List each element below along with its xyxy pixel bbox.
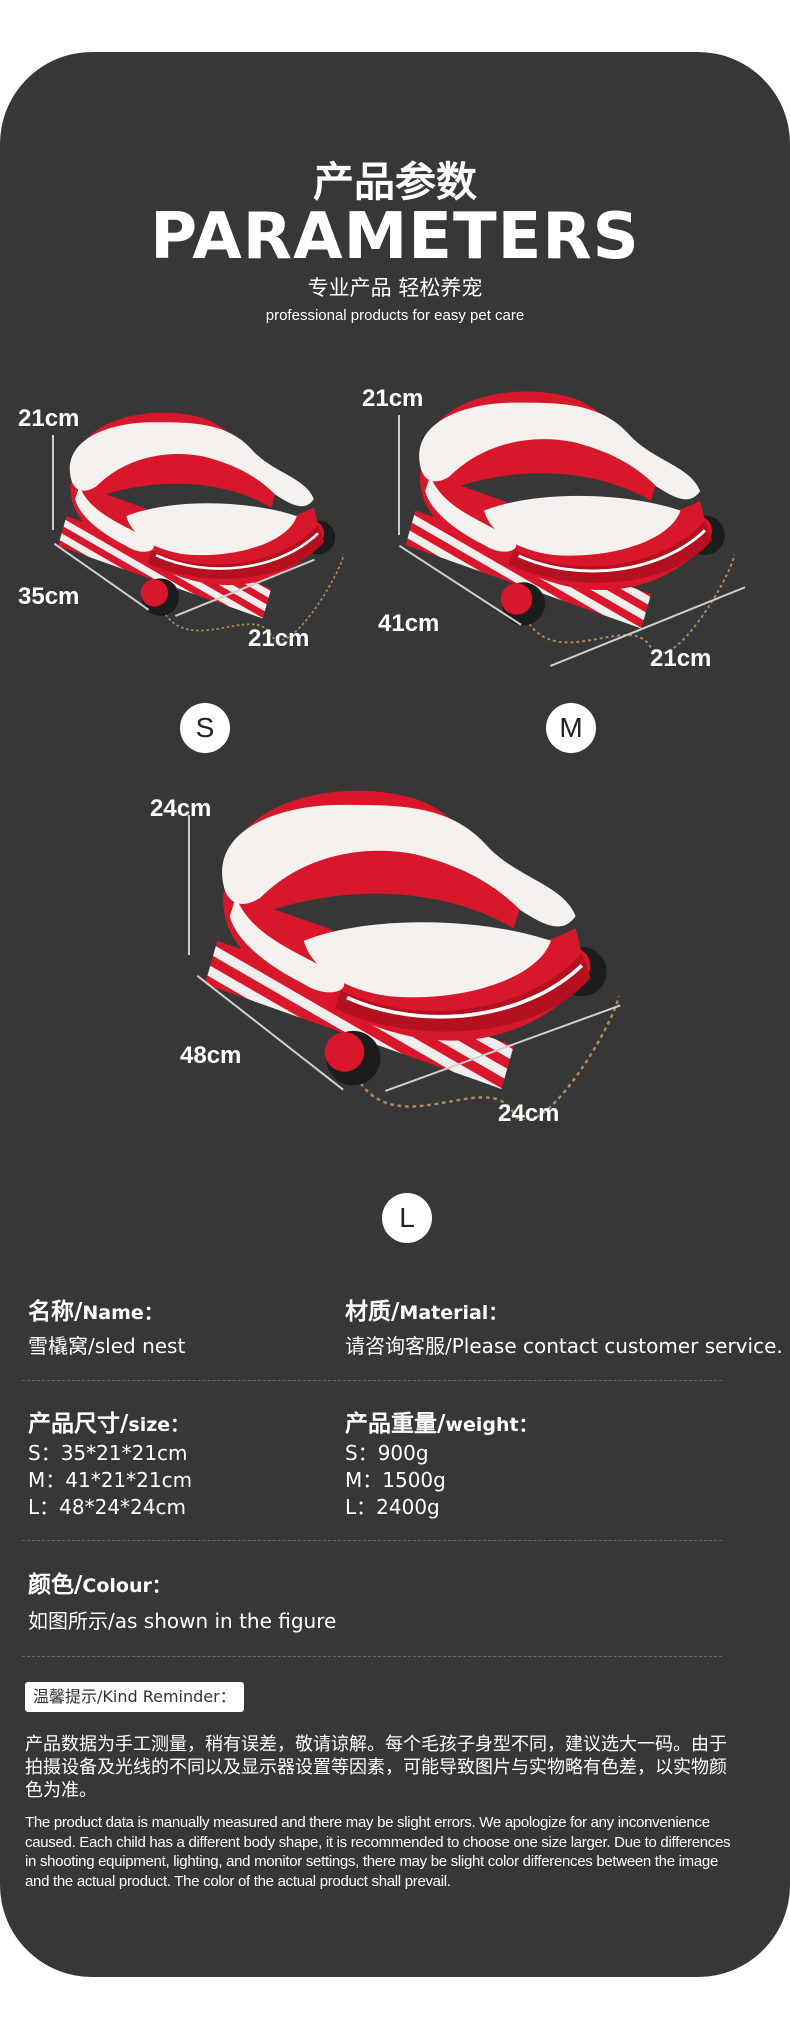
title-en: PARAMETERS <box>150 200 640 274</box>
size-badge-large[interactable]: L <box>382 1193 432 1243</box>
small-height-label: 21cm <box>18 405 80 432</box>
large-length-label: 48cm <box>180 1042 242 1069</box>
weight-line: M：1500g <box>345 1468 446 1492</box>
size-badge-medium[interactable]: M <box>546 703 596 753</box>
weight-list: S：900g M：1500g L：2400g <box>345 1440 446 1521</box>
name-value: 雪橇窝/sled nest <box>28 1334 186 1358</box>
size-heading: 产品尺寸/size： <box>28 1411 190 1437</box>
weight-line: L：2400g <box>345 1495 440 1519</box>
medium-height-label: 21cm <box>362 385 424 412</box>
material-heading: 材质/Material： <box>345 1299 508 1325</box>
medium-width-label: 21cm <box>650 645 712 672</box>
size-line: M：41*21*21cm <box>28 1468 193 1492</box>
title-cn: 产品参数 <box>313 158 477 206</box>
sled-bed-large-image <box>205 788 621 1120</box>
size-list: S：35*21*21cm M：41*21*21cm L：48*24*24cm <box>28 1440 192 1521</box>
divider <box>22 1656 722 1657</box>
divider <box>22 1380 722 1381</box>
material-value: 请咨询客服/Please contact customer service. <box>345 1334 783 1358</box>
weight-heading: 产品重量/weight： <box>345 1411 538 1437</box>
name-heading: 名称/Name： <box>28 1299 163 1325</box>
subtitle-cn: 专业产品 轻松养宠 <box>307 276 483 300</box>
size-badge-small[interactable]: S <box>180 703 230 753</box>
subtitle-en: professional products for easy pet care <box>265 307 525 324</box>
sled-bed-medium-image <box>405 389 736 653</box>
large-height-label: 24cm <box>150 795 212 822</box>
divider <box>22 1540 722 1541</box>
small-length-label: 35cm <box>18 583 80 610</box>
reminder-text-en: The product data is manually measured an… <box>25 1814 731 1890</box>
size-line: S：35*21*21cm <box>28 1441 188 1465</box>
reminder-text-cn: 产品数据为手工测量，稍有误差，敬请谅解。每个毛孩子身型不同，建议选大一码。由于拍… <box>25 1734 727 1801</box>
small-width-label: 21cm <box>248 625 310 652</box>
colour-heading: 颜色/Colour： <box>28 1572 171 1598</box>
weight-line: S：900g <box>345 1441 429 1465</box>
size-line: L：48*24*24cm <box>28 1495 186 1519</box>
large-width-label: 24cm <box>498 1100 560 1127</box>
medium-length-label: 41cm <box>378 610 440 637</box>
kind-reminder-label: 温馨提示/Kind Reminder： <box>25 1682 244 1712</box>
colour-value: 如图所示/as shown in the figure <box>28 1609 337 1633</box>
